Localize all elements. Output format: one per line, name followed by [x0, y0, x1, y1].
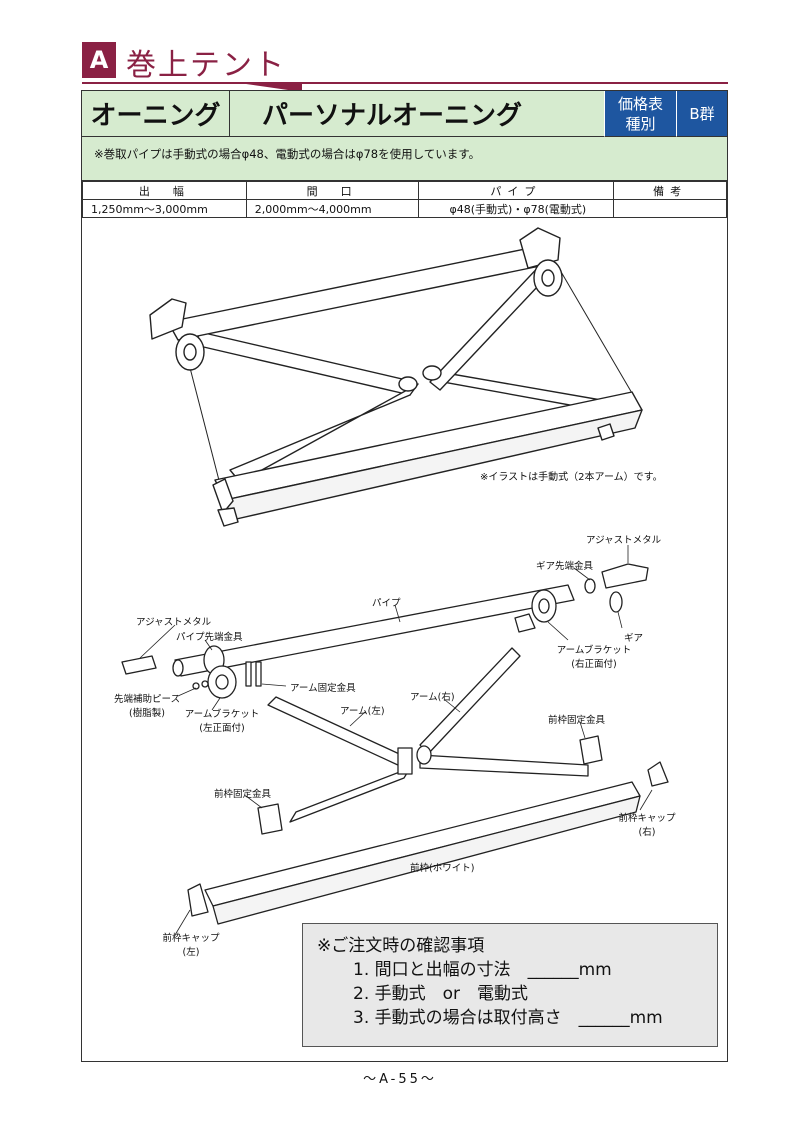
label-gear-tip-fitting: ギア先端金具 [536, 561, 594, 572]
confirm-item-1: 1. 間口と出幅の寸法 ______mm [353, 960, 612, 980]
spec-remarks [613, 199, 727, 218]
label-front-frame-cap-left: 前枠キャップ (左) [154, 930, 228, 958]
product-title: パーソナルオーニング [230, 91, 604, 137]
label-front-frame-fixing-right: 前枠固定金具 [548, 715, 606, 726]
order-confirmation-box: ※ご注文時の確認事項 1. 間口と出幅の寸法 ______mm 2. 手動式 o… [302, 923, 718, 1047]
label-arm-bracket-left: アームブラケット (左正面付) [176, 706, 268, 734]
label-tip-aux-piece-line1: 先端補助ピース [113, 694, 181, 705]
label-front-frame-cap-left-line1: 前枠キャップ [162, 933, 220, 944]
label-pipe: パイプ [372, 598, 401, 609]
label-adjust-metal-right: アジャストメタル [586, 535, 662, 546]
pipe-note: ※巻取パイプは手動式の場合φ48、電動式の場合はφ78を使用しています。 [82, 137, 727, 181]
label-arm-bracket-right: アームブラケット (右正面付) [546, 642, 642, 670]
spec-pipe: φ48(手動式)・φ78(電動式) [417, 199, 615, 218]
spec-row: 1,250mm～3,000mm 2,000mm～4,000mm φ48(手動式)… [82, 199, 727, 218]
label-tip-aux-piece-line2: (樹脂製) [129, 708, 165, 719]
label-gear: ギア [624, 633, 644, 644]
page-number: ～A-55～ [363, 1072, 437, 1087]
section-rule-wedge [232, 82, 302, 92]
label-front-frame-cap-left-line2: (左) [182, 947, 200, 958]
spec-header-pipe: パイプ [417, 181, 615, 200]
page-frame [81, 90, 728, 1062]
section-rule [82, 82, 728, 84]
illustration-note: ※イラストは手動式（2本アーム）です。 [480, 472, 663, 483]
label-adjust-metal-left: アジャストメタル [136, 617, 212, 628]
label-tip-aux-piece: 先端補助ピース (樹脂製) [104, 691, 190, 719]
label-arm-left: アーム(左) [340, 706, 385, 717]
spec-projection: 1,250mm～3,000mm [82, 199, 247, 218]
label-pipe-tip-fitting: パイプ先端金具 [176, 632, 243, 643]
label-front-frame-fixing-left: 前枠固定金具 [214, 789, 272, 800]
section-title: 巻上テント [126, 48, 286, 83]
label-arm-right: アーム(右) [410, 692, 455, 703]
price-table-line2: 種別 [625, 115, 656, 133]
label-front-frame-cap-right-line1: 前枠キャップ [618, 813, 676, 824]
label-front-frame-cap-right-line2: (右) [638, 827, 656, 838]
confirm-title: ※ご注文時の確認事項 [317, 936, 485, 956]
label-arm-bracket-right-line1: アームブラケット [556, 645, 632, 656]
label-arm-bracket-right-line2: (右正面付) [571, 659, 617, 670]
spec-table: 出 幅 間 口 パイプ 備考 1,250mm～3,000mm 2,000mm～4… [82, 181, 727, 218]
label-arm-bracket-left-line2: (左正面付) [199, 723, 245, 734]
label-arm-bracket-left-line1: アームブラケット [184, 709, 260, 720]
confirm-item-2: 2. 手動式 or 電動式 [353, 984, 529, 1004]
price-table-label: 価格表 種別 [604, 91, 676, 137]
price-group: B群 [676, 91, 727, 137]
label-arm-fixing: アーム固定金具 [290, 683, 356, 694]
confirm-item-3: 3. 手動式の場合は取付高さ ______mm [353, 1008, 663, 1028]
label-front-frame-cap-right: 前枠キャップ (右) [612, 810, 682, 838]
category-title: オーニング [82, 91, 230, 137]
spec-width: 2,000mm～4,000mm [245, 199, 419, 218]
price-table-line1: 価格表 [617, 95, 663, 113]
section-badge: A [82, 42, 116, 78]
label-front-frame: 前枠(ホワイト) [410, 863, 475, 874]
